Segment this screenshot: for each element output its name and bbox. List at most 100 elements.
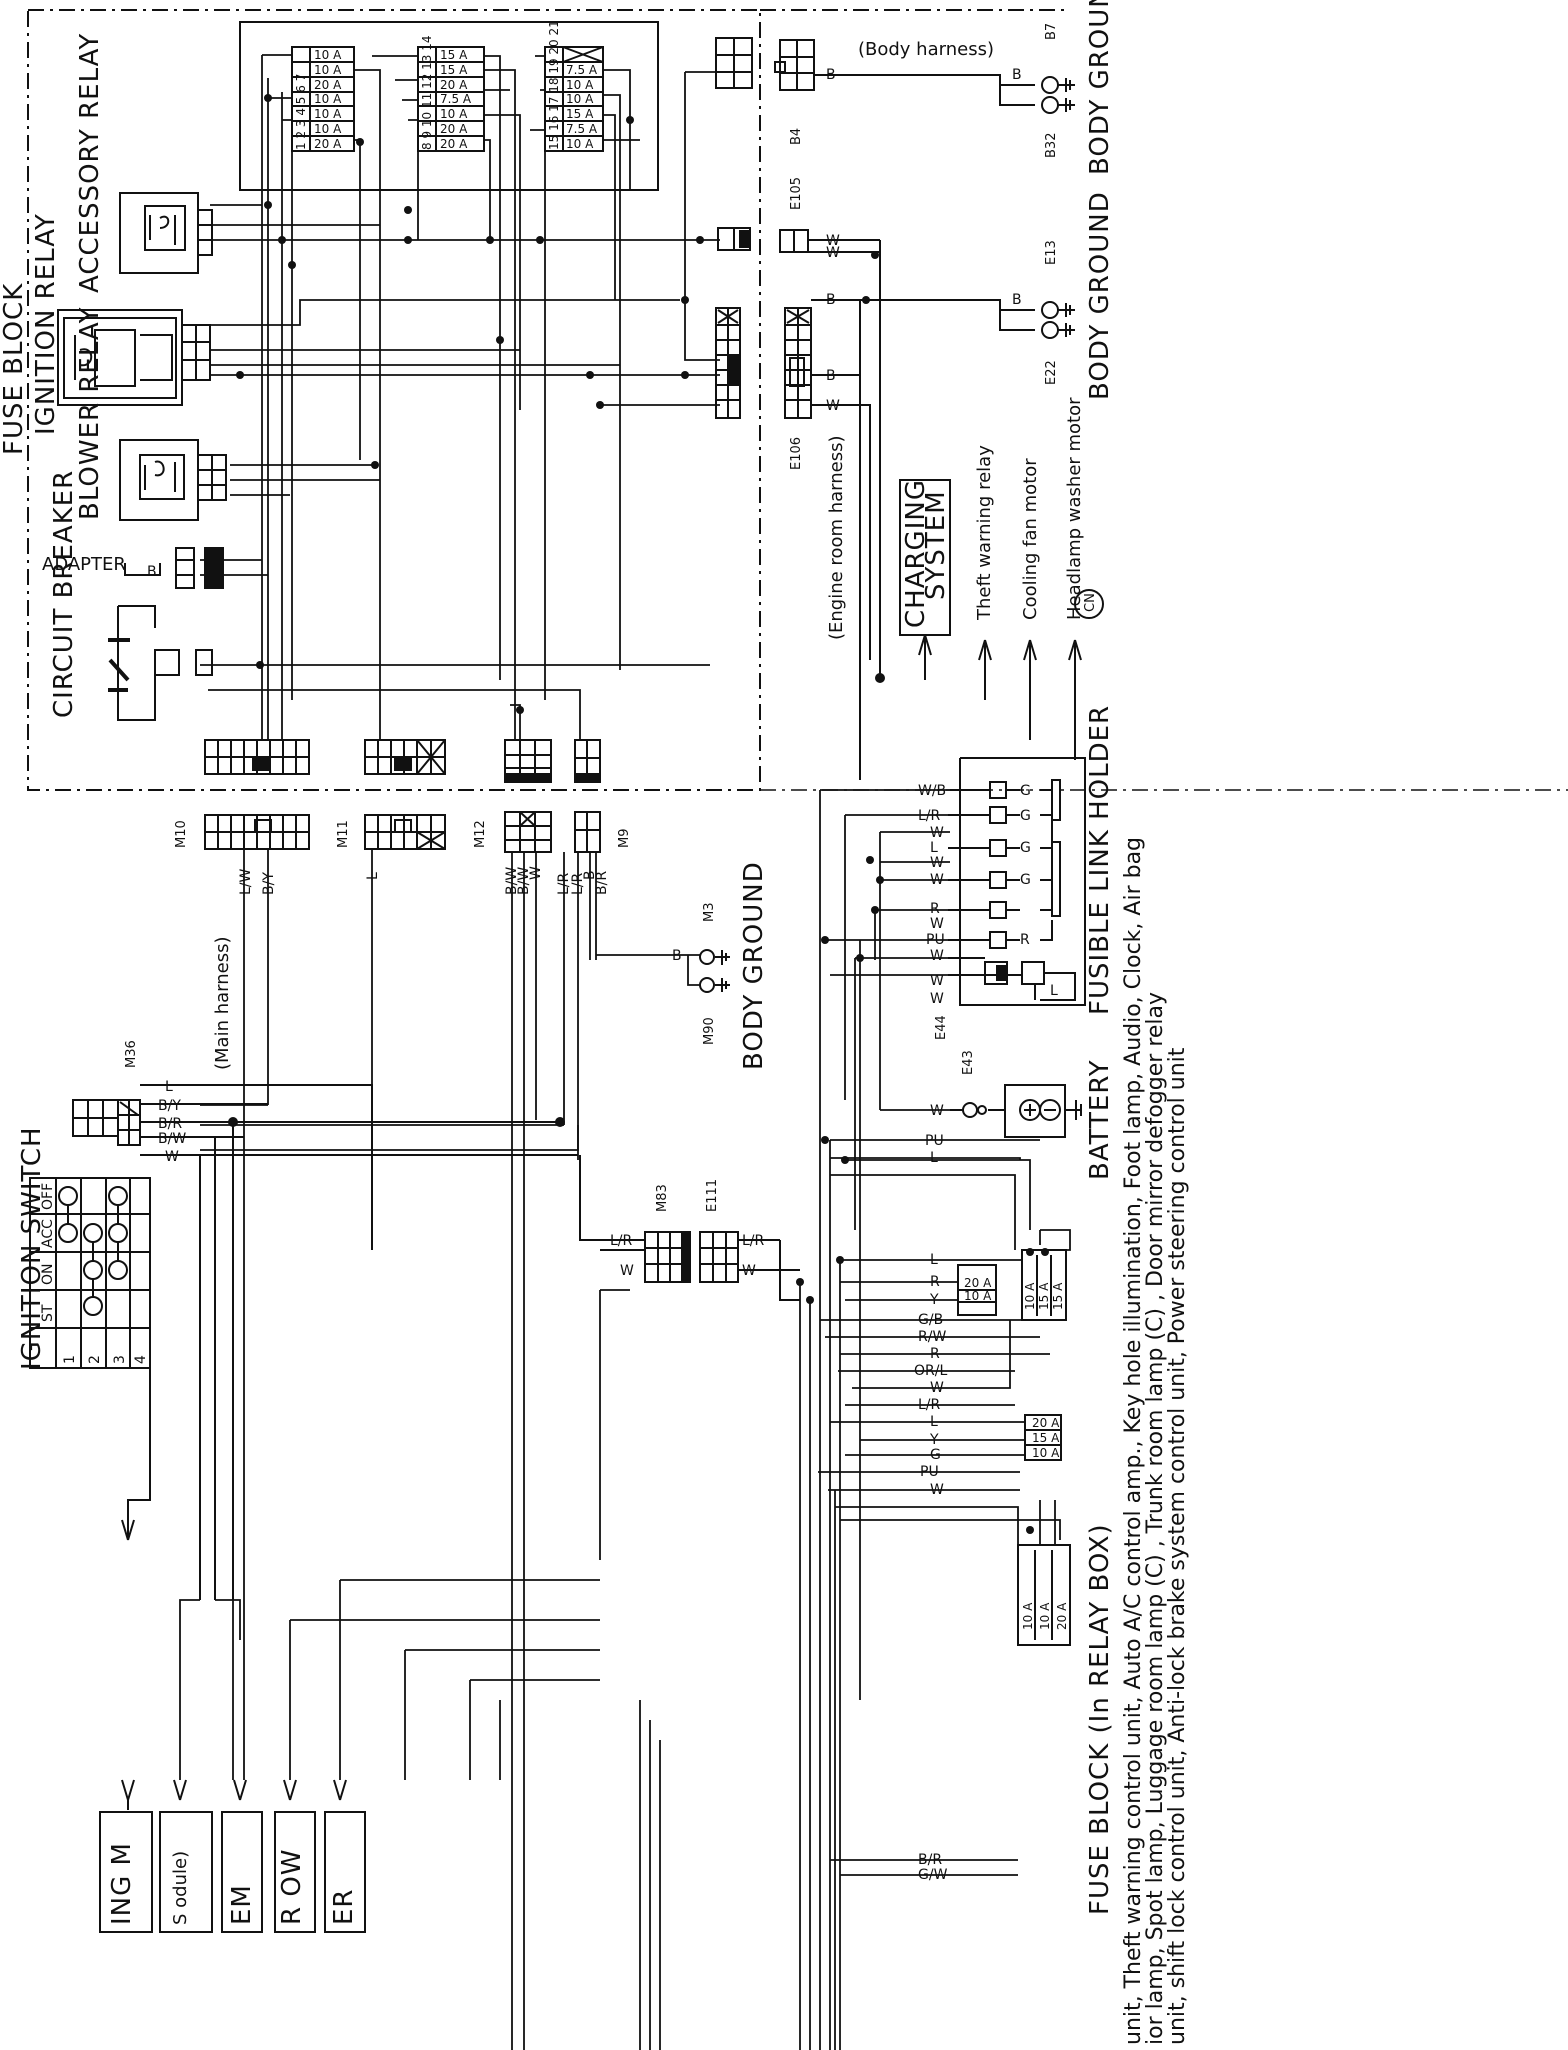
ignition-relay-label: IGNITION RELAY: [31, 213, 61, 435]
svg-text:L/W: L/W: [238, 868, 254, 895]
svg-text:R/W: R/W: [918, 1329, 946, 1345]
svg-text:10 A: 10 A: [314, 92, 342, 106]
svg-text:W: W: [930, 1482, 944, 1498]
svg-text:unit, shift lock control unit,: unit, shift lock control unit, Anti-lock…: [1165, 1047, 1190, 2045]
svg-text:W: W: [826, 398, 840, 414]
fuse-col1-numbers: 1 2 3 4 5 6 7: [294, 74, 308, 150]
ref-m83: M83: [655, 1184, 670, 1212]
svg-text:3: 3: [112, 1355, 128, 1364]
svg-text:OFF: OFF: [40, 1183, 56, 1210]
svg-text:S odule): S odule): [170, 1851, 191, 1925]
fuse-block-top-connector: [715, 37, 753, 89]
svg-text:L: L: [930, 840, 938, 856]
fuse-panel-outline: [239, 21, 659, 191]
svg-text:B: B: [826, 292, 836, 308]
headlamp-washer-label: Headlamp washer motor: [1064, 397, 1085, 620]
svg-text:ACC: ACC: [40, 1219, 56, 1248]
body-harness-label: (Body harness): [858, 39, 994, 60]
svg-text:ior lamp, Spot lamp, Luggage r: ior lamp, Spot lamp, Luggage room lamp (…: [1143, 992, 1168, 2045]
svg-text:20 A: 20 A: [1055, 1602, 1069, 1630]
accessory-relay-label: ACCESSORY RELAY: [75, 33, 105, 293]
blower-relay-label: BLOWER RELAY: [75, 306, 105, 520]
ref-e13: E13: [1044, 240, 1059, 265]
fusible-link-holder-frame: [948, 757, 1086, 1006]
fuse-column-2: [417, 46, 485, 152]
cooling-fan-label: Cooling fan motor: [1020, 458, 1041, 620]
svg-text:ST: ST: [40, 1304, 56, 1322]
svg-text:W: W: [930, 948, 944, 964]
accessory-relay: [119, 192, 213, 274]
svg-text:20 A: 20 A: [964, 1276, 992, 1290]
svg-text:R: R: [930, 901, 940, 917]
right-connectors: [774, 39, 1035, 780]
engine-room-harness-label: (Engine room harness): [826, 435, 847, 640]
battery: [950, 1084, 1082, 1138]
svg-text:L: L: [165, 1079, 173, 1095]
ref-e111: E111: [705, 1179, 720, 1212]
svg-text:7.5 A: 7.5 A: [566, 63, 598, 77]
ignition-switch-header: OFF ACC ON ST 1 2 3 4: [40, 1183, 149, 1364]
svg-text:OR/L: OR/L: [914, 1363, 947, 1379]
fuse-col2-numbers: 8 9 10 11 12 13 14: [420, 35, 434, 150]
svg-text:B/W: B/W: [516, 867, 532, 895]
svg-text:15 A: 15 A: [1037, 1282, 1051, 1310]
fuse-block-right-connectors: [715, 227, 751, 419]
svg-text:15 A: 15 A: [440, 48, 468, 62]
relay-box-fuses: [957, 1249, 1071, 1646]
svg-text:W: W: [930, 991, 944, 1007]
svg-text:10 A: 10 A: [314, 63, 342, 77]
blower-relay: [119, 439, 227, 521]
svg-text:L: L: [930, 1150, 938, 1166]
lower-left-arrows: [99, 1779, 366, 1933]
fuse-amp-labels: 10 A 10 A 20 A 10 A 10 A 10 A 20 A 15 A …: [314, 48, 598, 151]
svg-text:unit, Theft warning control un: unit, Theft warning control unit, Auto A…: [1121, 837, 1146, 2045]
svg-text:10 A: 10 A: [566, 137, 594, 151]
adapter-connectors: [124, 547, 224, 589]
ref-b32: B32: [1044, 133, 1059, 158]
fuse-block-relay-box-label: FUSE BLOCK (In RELAY BOX): [1085, 1523, 1115, 1915]
svg-text:PU: PU: [925, 1133, 944, 1149]
svg-text:G/B: G/B: [918, 1312, 943, 1328]
svg-text:W: W: [930, 825, 944, 841]
body-ground-main: BODY GROUND: [739, 861, 769, 1070]
lower-left-runs: [179, 1289, 661, 2050]
fuse-col3-numbers: 15 16 17 18 19 20 21: [547, 20, 561, 150]
svg-text:B: B: [826, 67, 836, 83]
svg-text:10 A: 10 A: [314, 122, 342, 136]
junction-dots-lower: [228, 251, 1049, 1534]
svg-text:B/R: B/R: [918, 1852, 942, 1868]
ref-e44: E44: [934, 1015, 949, 1040]
svg-text:R: R: [1020, 932, 1030, 948]
svg-text:1: 1: [62, 1355, 78, 1364]
svg-text:W: W: [742, 1263, 756, 1279]
svg-text:20 A: 20 A: [440, 78, 468, 92]
svg-text:W: W: [826, 245, 840, 261]
svg-text:W: W: [930, 872, 944, 888]
svg-text:L/R: L/R: [556, 872, 572, 895]
svg-text:W: W: [930, 1380, 944, 1396]
svg-text:W: W: [165, 1149, 179, 1165]
svg-text:10 A: 10 A: [1032, 1446, 1060, 1460]
svg-text:10 A: 10 A: [964, 1289, 992, 1303]
circuit-breaker: [108, 605, 213, 721]
wire-codes: L/W B/Y L B/W B/W W L/R L/R B B/R B L B/…: [158, 67, 1022, 1279]
svg-text:R: R: [930, 1346, 940, 1362]
svg-text:B/W: B/W: [504, 867, 520, 895]
svg-text:10 A: 10 A: [1038, 1602, 1052, 1630]
svg-text:B: B: [582, 870, 598, 880]
svg-text:PU: PU: [920, 1464, 939, 1480]
charging-system-label-2: SYSTEM: [921, 490, 951, 600]
svg-text:W/B: W/B: [918, 783, 946, 799]
svg-text:20 A: 20 A: [440, 137, 468, 151]
fuse-block-border: [27, 9, 761, 791]
svg-text:L/R: L/R: [570, 872, 586, 895]
svg-text:B/Y: B/Y: [158, 1098, 181, 1114]
svg-text:L/R: L/R: [918, 1397, 941, 1413]
svg-text:W: W: [930, 855, 944, 871]
relay-box-amps: 20 A 10 A 10 A 15 A 15 A 20 A 15 A 10 A …: [964, 1276, 1069, 1630]
m36-connector: [72, 1084, 578, 1600]
main-harness-connectors: [204, 811, 601, 853]
ref-e106: E106: [789, 437, 804, 470]
body-ground-top: BODY GROUND: [1085, 0, 1115, 175]
